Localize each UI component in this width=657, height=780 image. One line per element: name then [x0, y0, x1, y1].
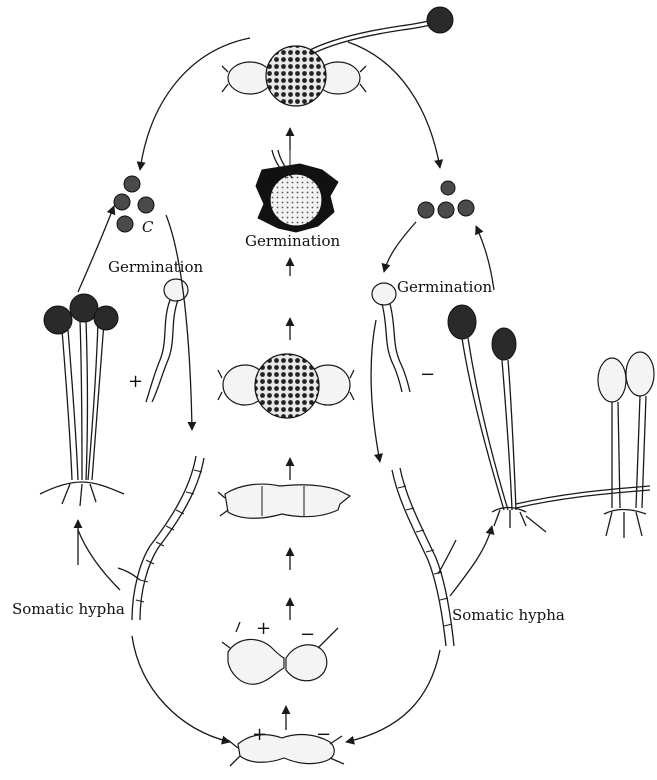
right-empty-sporangia: [598, 352, 654, 538]
top-right-arc-arrow: [348, 42, 440, 168]
label-germination-center: Germination: [245, 232, 341, 250]
plus-gametangia: +: [256, 618, 271, 639]
gametangia-contact: [222, 622, 338, 684]
right-somatic-hypha: [392, 468, 456, 646]
left-sporangiophores: [40, 294, 124, 506]
left-arrow-hypha-to-bottom: [132, 636, 230, 742]
right-arrow-germ-to-hypha: [371, 320, 380, 462]
label-germination-left: Germination: [108, 258, 204, 276]
spore-letter-c: C: [142, 218, 154, 236]
label-somatic-hypha-right: Somatic hypha: [452, 606, 565, 624]
right-spores: [418, 181, 474, 218]
mature-zygospore: [218, 354, 354, 418]
top-left-arc-arrow: [140, 38, 250, 170]
left-arrow-spores-to-germ: [166, 215, 192, 430]
label-germination-right: Germination: [397, 278, 493, 296]
label-somatic-hypha-left: Somatic hypha: [12, 600, 125, 618]
plus-bottom: +: [252, 724, 267, 745]
left-somatic-hypha: [118, 456, 204, 620]
left-arrow-hypha-to-sporangia: [78, 530, 120, 590]
minus-bottom: −: [316, 724, 331, 745]
minus-right: −: [420, 364, 435, 385]
fused-gametangia: [218, 484, 350, 518]
right-germinating-spore: [372, 283, 410, 392]
minus-gametangia: −: [300, 624, 315, 645]
right-arrow-hypha-to-bottom: [346, 650, 440, 742]
right-arrow-spores-to-germ: [384, 222, 416, 272]
plus-left: +: [128, 371, 143, 392]
germinating-zygospore: [256, 150, 338, 232]
top-zygospore-germinating: [222, 7, 453, 106]
left-germinating-spore: [146, 279, 188, 402]
right-arrow-hypha-to-sporangia: [450, 526, 492, 596]
left-arrow-sporangia-to-spores: [78, 206, 114, 292]
